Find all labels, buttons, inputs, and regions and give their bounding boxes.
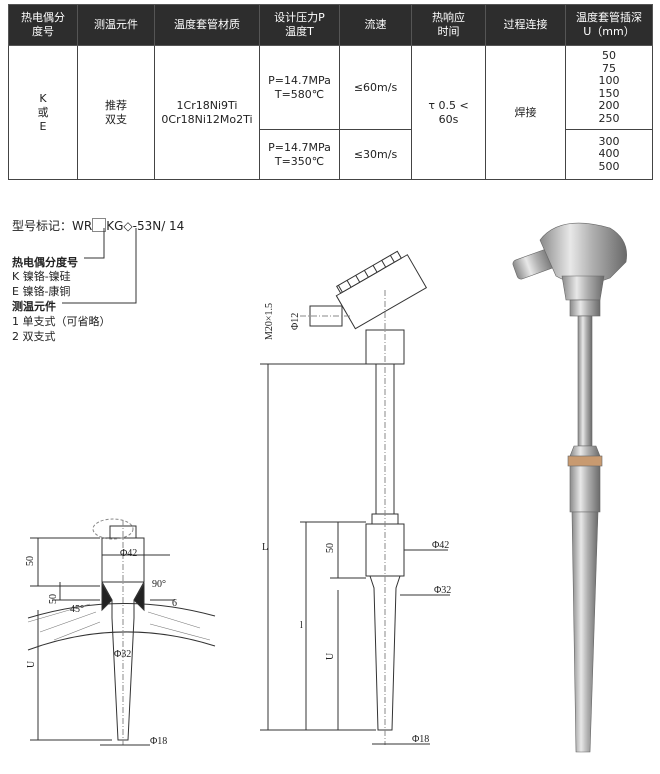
- cell-pressure-1: P=14.7MPa T=580℃: [259, 45, 340, 130]
- cell-depth-1: 50 75 100 150 200 250: [565, 45, 653, 130]
- thermocouple-labels: M20×1.5 Φ12 L l 50 U Φ42 Φ32 Φ18: [262, 303, 451, 745]
- dim-mid-d18: Φ18: [412, 734, 429, 745]
- dim-left-w6: 6: [172, 598, 177, 609]
- dim-left-h50a: 50: [25, 556, 36, 566]
- cell-element: 推荐 双支: [77, 45, 155, 180]
- model-leaders: [62, 228, 137, 304]
- dim-mid-d42: Φ42: [432, 540, 449, 551]
- cell-flow-1: ≤60m/s: [339, 45, 412, 130]
- elem-single: 1 单支式（可省略）: [12, 315, 111, 328]
- dim-mid-thread: M20×1.5: [264, 303, 275, 340]
- thermocouple-drawing: [260, 250, 450, 745]
- dim-mid-d32: Φ32: [434, 585, 451, 596]
- elem-title: 测温元件: [12, 300, 56, 313]
- model-label: 型号标记：WR: [12, 219, 93, 233]
- dim-left-a90: 90°: [152, 579, 166, 590]
- dim-left-u: U: [26, 660, 37, 668]
- header-flow: 流速: [339, 4, 412, 46]
- model-code: 型号标记：WR KG◇-53N/ 14: [12, 217, 184, 234]
- grad-title: 热电偶分度号: [12, 256, 78, 269]
- model-placeholder-box: [92, 218, 107, 232]
- grad-k: K 镍铬-镍硅: [12, 270, 71, 283]
- header-material: 温度套管材质: [154, 4, 260, 46]
- header-element: 测温元件: [77, 4, 155, 46]
- product-photo: [512, 222, 627, 753]
- table-row: P=14.7MPa T=350℃ ≤30m/s 300 400 500: [9, 129, 653, 180]
- installation-labels: Φ42 Φ32 Φ18 50 50 U 90° 45° 6: [25, 548, 177, 747]
- elem-double: 2 双支式: [12, 330, 56, 343]
- model-suffix: KG◇-53N/ 14: [106, 219, 185, 233]
- header-response: 热响应 时间: [411, 4, 486, 46]
- dim-left-a45: 45°: [70, 604, 84, 615]
- dim-left-h50b: 50: [48, 594, 59, 604]
- grad-e: E 镍铬-康铜: [12, 285, 71, 298]
- installation-drawing: [27, 518, 216, 746]
- cell-material: 1Cr18Ni9Ti 0Cr18Ni12Mo2Ti: [154, 45, 260, 180]
- dim-mid-L: L: [262, 542, 268, 553]
- table-header-row: 热电偶分 度号 测温元件 温度套管材质 设计压力P 温度T 流速 热响应 时间 …: [8, 4, 653, 46]
- cell-graduation: K 或 E: [8, 45, 78, 180]
- header-graduation: 热电偶分 度号: [8, 4, 78, 46]
- header-pressure: 设计压力P 温度T: [259, 4, 340, 46]
- header-depth: 温度套管插深 U（mm）: [565, 4, 653, 46]
- cell-response: τ 0.5 < 60s: [411, 45, 486, 180]
- spec-table: 热电偶分 度号 测温元件 温度套管材质 设计压力P 温度T 流速 热响应 时间 …: [8, 4, 653, 180]
- table-row: K 或 E 推荐 双支 1Cr18Ni9Ti 0Cr18Ni12Mo2Ti P=…: [8, 45, 653, 180]
- dim-left-d18: Φ18: [150, 736, 167, 747]
- cell-depth-2: 300 400 500: [565, 129, 653, 180]
- cell-connection: 焊接: [485, 45, 566, 180]
- cell-flow-2: ≤30m/s: [339, 129, 412, 180]
- dim-left-d32: Φ32: [114, 649, 131, 660]
- dim-left-d42: Φ42: [120, 548, 137, 559]
- header-connection: 过程连接: [485, 4, 566, 46]
- dim-mid-d12: Φ12: [290, 313, 301, 330]
- dim-mid-h50: 50: [325, 543, 336, 553]
- dim-mid-l: l: [300, 620, 303, 631]
- dim-mid-u: U: [325, 652, 336, 660]
